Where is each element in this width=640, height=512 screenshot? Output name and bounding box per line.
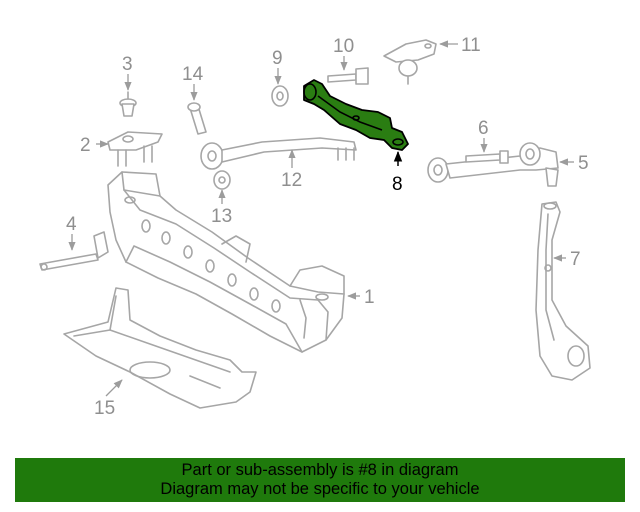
link-part-4[interactable] <box>39 231 109 271</box>
ball-joint-part-11[interactable] <box>383 39 437 85</box>
washer-part-9[interactable] <box>271 85 289 107</box>
parts-diagram-svg: 1 2 3 4 5 6 7 8 9 10 11 12 13 14 15 <box>39 35 591 419</box>
subframe-part-1[interactable] <box>107 171 345 353</box>
bushing-part-13[interactable] <box>213 170 231 190</box>
bolt-part-10[interactable] <box>327 67 369 85</box>
banner-line-1: Part or sub-assembly is #8 in diagram <box>181 461 459 479</box>
callout-10[interactable]: 10 <box>333 36 354 57</box>
upper-arm-part-5[interactable] <box>427 142 559 187</box>
bolt-part-6[interactable] <box>465 150 509 164</box>
callout-12[interactable]: 12 <box>281 170 302 191</box>
parts-diagram: 1 2 3 4 5 6 7 8 9 10 11 12 13 14 15 <box>39 35 591 419</box>
bolt-part-14[interactable] <box>187 102 207 135</box>
callout-14[interactable]: 14 <box>182 64 204 85</box>
callout-9[interactable]: 9 <box>272 48 283 69</box>
leader-lines <box>68 40 574 397</box>
shield-part-15[interactable] <box>63 287 257 409</box>
bracket-part-2[interactable] <box>107 131 163 167</box>
callout-13[interactable]: 13 <box>211 206 232 227</box>
banner-line-2: Diagram may not be specific to your vehi… <box>160 480 480 498</box>
strut-rod-part-12[interactable] <box>200 137 357 170</box>
callout-11[interactable]: 11 <box>461 35 481 56</box>
clip-part-3[interactable] <box>119 91 137 117</box>
callout-4[interactable]: 4 <box>66 214 77 235</box>
callout-15[interactable]: 15 <box>94 398 115 419</box>
callout-1[interactable]: 1 <box>364 287 375 308</box>
callout-8[interactable]: 8 <box>392 174 403 195</box>
lower-arm-part-8[interactable] <box>303 79 409 151</box>
callout-3[interactable]: 3 <box>122 54 133 75</box>
callout-5[interactable]: 5 <box>578 153 589 174</box>
callout-6[interactable]: 6 <box>478 118 489 139</box>
callout-7[interactable]: 7 <box>570 249 581 270</box>
knuckle-part-7[interactable] <box>535 201 591 381</box>
info-banner: Part or sub-assembly is #8 in diagram Di… <box>15 458 625 502</box>
callout-2[interactable]: 2 <box>80 135 91 156</box>
